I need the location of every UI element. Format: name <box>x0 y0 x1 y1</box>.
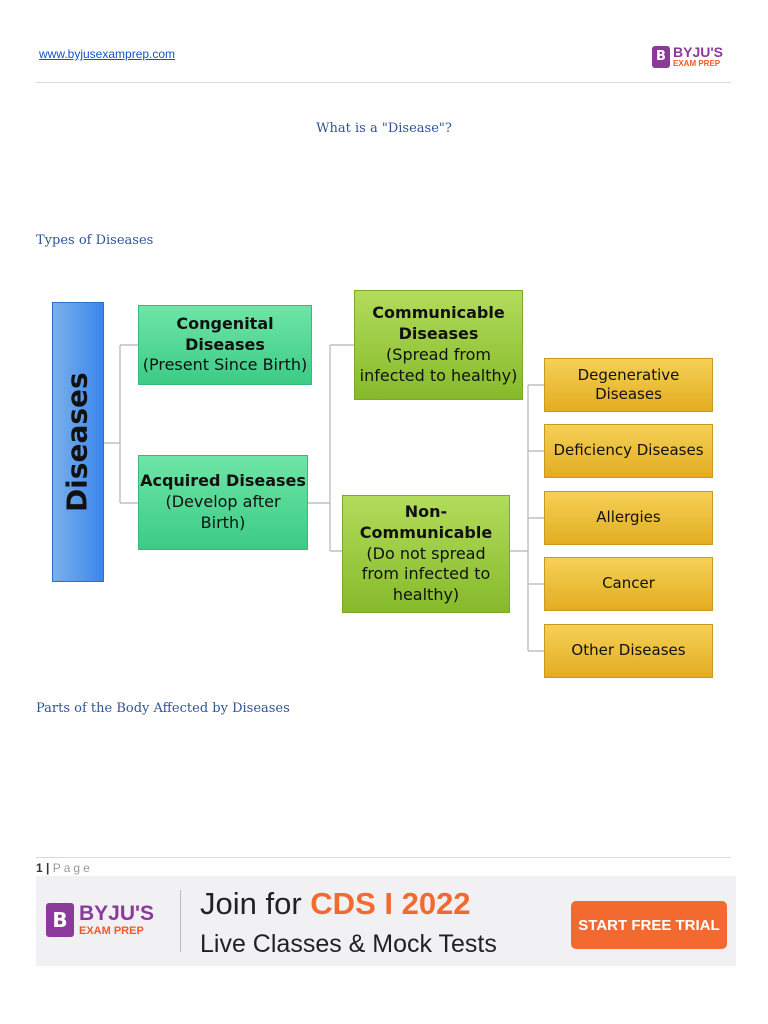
site-link[interactable]: www.byjusexamprep.com <box>39 47 176 61</box>
congenital-title: Congenital Diseases <box>176 313 274 354</box>
congenital-diseases-box: Congenital Diseases (Present Since Birth… <box>138 305 312 385</box>
diseases-root-box: Diseases <box>52 302 104 582</box>
leaf-degenerative-diseases: Degenerative Diseases <box>544 358 713 412</box>
communicable-title-1: Communicable <box>372 303 505 323</box>
footer-divider <box>36 857 731 858</box>
banner-exam-text: CDS I 2022 <box>310 886 471 921</box>
communicable-title-2: Diseases <box>398 324 479 344</box>
banner-logo-name: BYJU'S <box>79 902 155 925</box>
leaf-deficiency-diseases: Deficiency Diseases <box>544 424 713 478</box>
leaf-degenerative-label: Degenerative Diseases <box>577 365 680 404</box>
banner-subline: Live Classes & Mock Tests <box>200 930 497 958</box>
congenital-desc: (Present Since Birth) <box>142 355 308 375</box>
communicable-diseases-box: Communicable Diseases (Spread from infec… <box>354 290 523 400</box>
non-communicable-diseases-box: Non- Communicable (Do not spread from in… <box>342 495 510 613</box>
page-footer: 1 | Page <box>36 861 93 875</box>
byjus-logo: B BYJU'S EXAM PREP <box>652 45 723 68</box>
section-heading-parts: Parts of the Body Affected by Diseases <box>36 701 290 716</box>
leaf-allergies: Allergies <box>544 491 713 545</box>
leaf-other-diseases: Other Diseases <box>544 624 713 678</box>
promo-banner[interactable]: B BYJU'S EXAM PREP Join for CDS I 2022 L… <box>36 876 736 966</box>
banner-logo: B BYJU'S EXAM PREP <box>46 903 154 937</box>
banner-logo-subtitle: EXAM PREP <box>79 925 144 937</box>
logo-name: BYJU'S <box>673 44 724 60</box>
leaf-cancer: Cancer <box>544 557 713 611</box>
page-title: What is a "Disease"? <box>316 121 452 136</box>
diseases-root-label: Diseases <box>60 372 94 512</box>
non-communicable-desc-3: healthy) <box>392 585 460 605</box>
leaf-allergies-label: Allergies <box>596 508 661 527</box>
start-free-trial-button[interactable]: START FREE TRIAL <box>571 901 727 949</box>
acquired-title: Acquired Diseases <box>140 471 306 491</box>
leaf-cancer-label: Cancer <box>602 574 655 593</box>
acquired-desc-1: (Develop after <box>165 492 281 512</box>
banner-headline: Join for CDS I 2022 <box>200 886 471 921</box>
connector-root <box>104 344 138 504</box>
section-heading-types: Types of Diseases <box>36 233 154 248</box>
connector-non-communicable <box>510 384 544 652</box>
leaf-deficiency-label: Deficiency Diseases <box>553 441 704 460</box>
byjus-logo-icon: B <box>652 45 670 68</box>
non-communicable-title-1: Non- <box>404 502 448 521</box>
logo-subtitle: EXAM PREP <box>673 59 721 68</box>
header-divider <box>36 82 731 83</box>
leaf-other-label: Other Diseases <box>571 641 686 660</box>
page-number: 1 <box>36 861 43 875</box>
banner-logo-icon: B <box>46 903 74 937</box>
banner-join-text: Join for <box>200 886 302 921</box>
non-communicable-desc-1: (Do not spread <box>366 543 486 563</box>
banner-divider <box>180 890 181 952</box>
communicable-desc-2: infected to healthy) <box>359 365 518 385</box>
non-communicable-desc-2: from infected to <box>361 564 491 584</box>
connector-acquired <box>308 344 354 552</box>
acquired-desc-2: Birth) <box>200 512 246 532</box>
acquired-diseases-box: Acquired Diseases (Develop after Birth) <box>138 455 308 550</box>
non-communicable-title-2: Communicable <box>359 522 493 542</box>
communicable-desc-1: (Spread from <box>386 345 491 364</box>
page-label: Page <box>52 861 93 875</box>
